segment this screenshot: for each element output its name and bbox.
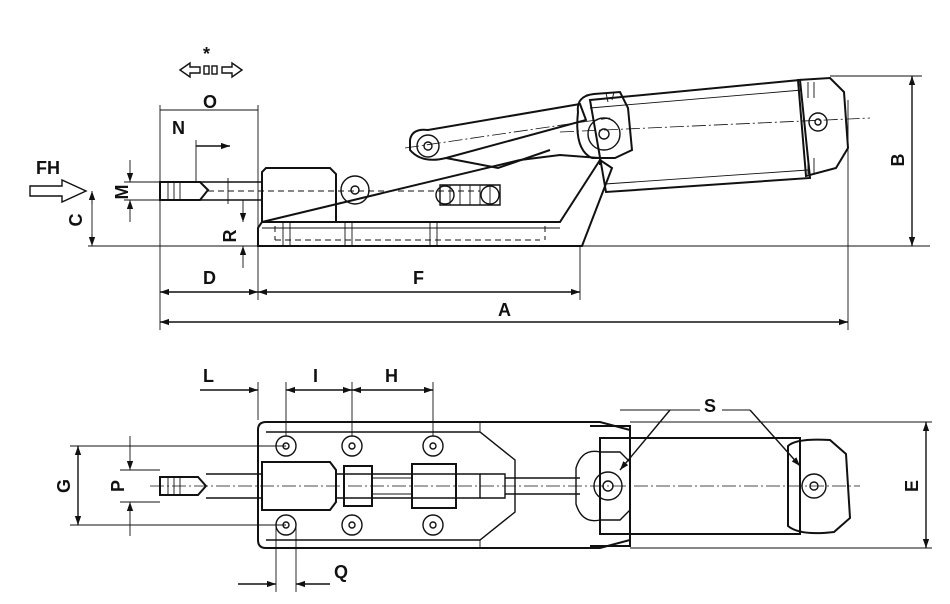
label-P: P <box>108 480 128 492</box>
top-plunger <box>159 476 208 496</box>
top-cylinder <box>599 437 801 535</box>
symbol-star: * <box>203 44 210 64</box>
label-E: E <box>902 480 922 492</box>
lever-arm <box>409 102 588 161</box>
plunger <box>159 181 210 201</box>
label-B: B <box>888 154 908 167</box>
label-O: O <box>203 92 217 112</box>
label-N: N <box>172 118 185 138</box>
label-FH: FH <box>36 158 60 178</box>
top-base-plate <box>257 421 631 549</box>
top-cylinder-front-pivot <box>593 471 623 501</box>
mounting-holes <box>275 435 444 536</box>
label-R: R <box>220 230 240 243</box>
label-H: H <box>385 366 398 386</box>
label-Q: Q <box>334 562 348 582</box>
label-M: M <box>112 185 132 200</box>
base-plate <box>257 158 614 247</box>
pivot-front <box>340 175 370 205</box>
label-G: G <box>54 479 74 493</box>
slide-housing <box>261 167 337 222</box>
label-A: A <box>498 300 511 320</box>
label-F: F <box>413 268 424 288</box>
adjust-arrows-icon <box>178 61 244 79</box>
force-arrow-icon <box>29 178 88 204</box>
label-D: D <box>203 268 216 288</box>
label-L: L <box>203 366 214 386</box>
label-I: I <box>313 366 318 386</box>
side-view: N O * FH M C R D <box>29 44 930 330</box>
pivot-cylinder-front <box>587 117 621 151</box>
label-S: S <box>704 396 716 416</box>
top-view: L I H S G P E Q <box>54 366 932 592</box>
label-C: C <box>66 214 86 227</box>
air-cylinder <box>588 78 812 194</box>
top-cylinder-rear-pivot <box>801 473 827 499</box>
